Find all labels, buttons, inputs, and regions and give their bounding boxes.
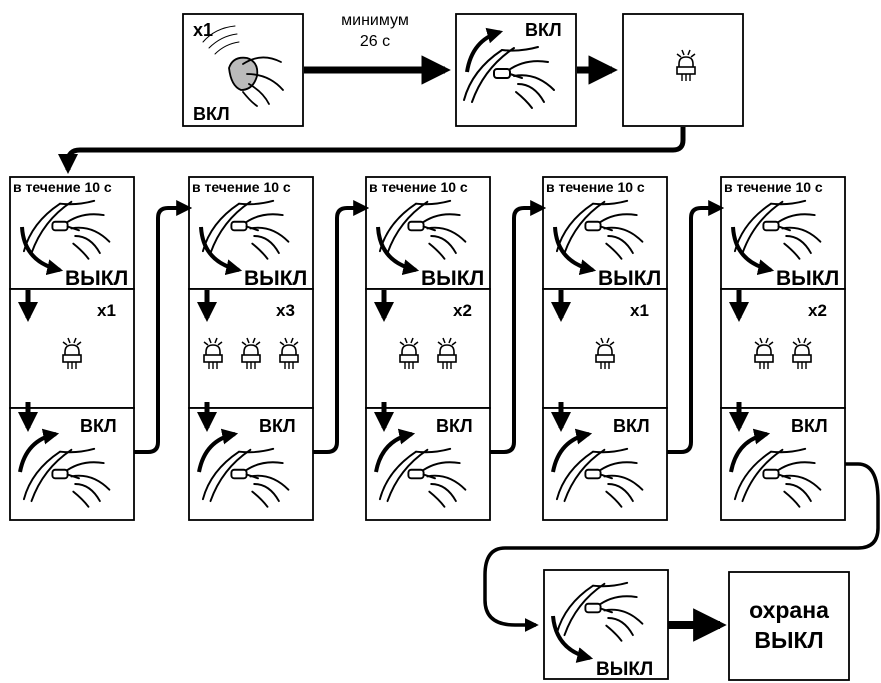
step4-off-box <box>542 176 668 290</box>
step5-on-label: ВКЛ <box>791 416 828 436</box>
step2-off-label: ВЫКЛ <box>244 267 307 290</box>
turn-on-arrow-icon <box>374 428 416 473</box>
step1-count: x1 <box>97 301 116 320</box>
turn-off-arrow-icon <box>551 615 594 663</box>
ignition-on-box <box>455 13 577 127</box>
turn-off-arrow-icon <box>376 226 420 276</box>
connector-step1-to-2 <box>134 200 193 454</box>
step2-on-label: ВКЛ <box>259 416 296 436</box>
turn-on-arrow-icon <box>18 428 60 473</box>
step1-header: в течение 10 с <box>13 179 112 195</box>
connector-step2-to-3 <box>313 200 370 454</box>
remote-on-label: ВКЛ <box>193 104 230 124</box>
wait-text-line2: 26 с <box>360 33 390 50</box>
turn-on-arrow-icon <box>551 428 593 473</box>
step3-on-label: ВКЛ <box>436 416 473 436</box>
step5-off-label: ВЫКЛ <box>776 267 839 290</box>
step2-header: в течение 10 с <box>192 179 291 195</box>
step2-count: x3 <box>276 301 295 320</box>
step3-header: в течение 10 с <box>369 179 468 195</box>
step3-count: x2 <box>453 301 472 320</box>
turn-on-arrow-icon <box>465 27 504 73</box>
step4-count: x1 <box>630 301 649 320</box>
result-box <box>728 571 850 681</box>
turn-on-arrow-icon <box>197 428 239 473</box>
connector-step4-to-5 <box>667 200 725 454</box>
turn-off-arrow-icon <box>20 226 64 276</box>
turn-off-arrow-icon <box>553 226 597 276</box>
step4-on-label: ВКЛ <box>613 416 650 436</box>
result-line1: охрана <box>749 597 829 623</box>
turn-on-arrow-icon <box>729 428 771 473</box>
final-off-box <box>543 569 669 680</box>
connector-step3-to-4 <box>490 200 547 454</box>
turn-off-arrow-icon <box>731 226 775 276</box>
step5-header: в течение 10 с <box>724 179 823 195</box>
final-off-label: ВЫКЛ <box>596 659 653 680</box>
turn-off-arrow-icon <box>199 226 243 276</box>
step3-off-label: ВЫКЛ <box>421 267 484 290</box>
step1-off-label: ВЫКЛ <box>65 267 128 290</box>
remote-count: x1 <box>193 20 213 40</box>
connector-to-step1 <box>58 127 686 174</box>
result-line2: ВЫКЛ <box>754 627 823 653</box>
wait-text-line1: минимум <box>341 12 409 29</box>
step1-on-label: ВКЛ <box>80 416 117 436</box>
ignition-on-label: ВКЛ <box>525 20 562 40</box>
step4-off-label: ВЫКЛ <box>598 267 661 290</box>
connector-to-final <box>483 462 880 632</box>
step4-header: в течение 10 с <box>546 179 645 195</box>
step5-count: x2 <box>808 301 827 320</box>
